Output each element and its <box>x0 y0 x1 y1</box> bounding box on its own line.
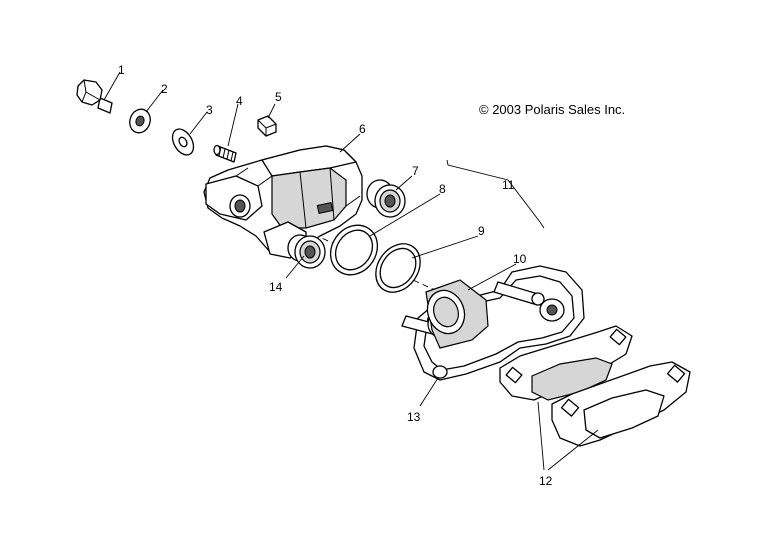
part-1-bolt <box>76 79 113 114</box>
part-10-piston <box>425 279 489 349</box>
callout-10: 10 <box>513 252 527 266</box>
callout-12: 12 <box>539 474 553 488</box>
part-7-boot <box>366 179 406 218</box>
copyright-notice: © 2003 Polaris Sales Inc. <box>479 102 625 117</box>
part-3-washer <box>171 128 195 156</box>
callout-1: 1 <box>118 63 125 77</box>
part-8-seal <box>329 224 379 276</box>
callout-11-bracket <box>446 159 545 229</box>
callout-11: 11 <box>502 178 515 192</box>
part-4-bleeder-screw <box>213 144 237 163</box>
callout-8: 8 <box>439 182 446 196</box>
part-6-caliper-body <box>203 145 363 259</box>
callout-9: 9 <box>478 224 485 238</box>
part-13-bracket <box>401 265 585 381</box>
callout-13: 13 <box>407 410 421 424</box>
part-12-brake-pads <box>499 325 691 447</box>
callout-4: 4 <box>236 94 243 108</box>
part-5-cap <box>257 115 277 137</box>
callout-6: 6 <box>359 122 366 136</box>
leader-lines <box>103 71 599 471</box>
callout-3: 3 <box>206 103 213 117</box>
part-14-boot <box>287 234 326 269</box>
callout-7: 7 <box>412 164 419 178</box>
callout-2: 2 <box>161 82 168 96</box>
part-9-seal <box>375 243 421 293</box>
callout-5: 5 <box>275 90 282 104</box>
callout-14: 14 <box>269 280 283 294</box>
part-2-washer <box>129 108 151 134</box>
